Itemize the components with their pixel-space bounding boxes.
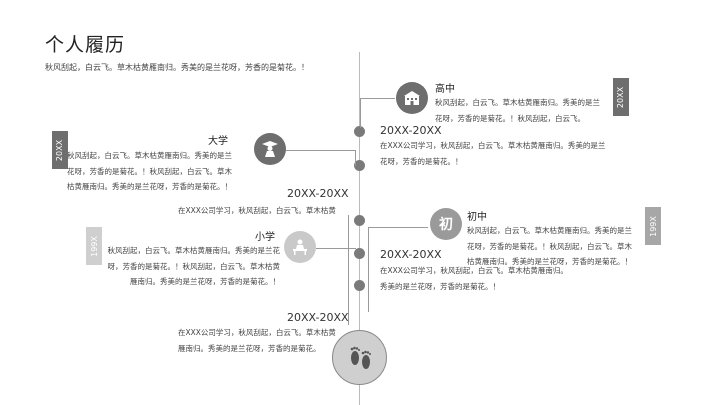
timeline-node	[354, 215, 365, 226]
connector-line	[368, 227, 369, 312]
page-title: 个人履历	[45, 34, 126, 56]
stage-description: 秋风刮起，白云飞。草木枯黄雁南归。秀美的是兰花呀，芳香的是菊花。！秋风刮起，白云…	[467, 226, 632, 266]
timeline-node	[354, 160, 365, 171]
footprints-icon	[332, 330, 387, 385]
timeline-year: 20XX-20XX	[380, 124, 442, 137]
connector-line	[368, 227, 428, 228]
stage-description: 秋风刮起，白云飞。草木枯黄雁南归。秀美的是兰花呀，芳香的是菊花。！秋风刮起，白云…	[435, 98, 600, 123]
year-badge: 20XX	[613, 78, 629, 116]
year-badge: 20XX	[52, 131, 68, 169]
timeline-node	[354, 280, 365, 291]
school-building-icon	[396, 82, 428, 114]
character-icon: 初	[430, 208, 462, 240]
stage-description: 秋风刮起，白云飞。草木枯黄雁南归。秀美的是兰花呀，芳香的是菊花。！秋风刮起，白云…	[67, 151, 232, 191]
graduate-icon	[254, 133, 286, 165]
connector-line	[348, 215, 349, 325]
stage-heading-primary-school: 小学	[255, 232, 275, 243]
timeline-year: 20XX-20XX	[287, 187, 349, 200]
year-badge: 199X	[645, 207, 661, 245]
page-subtitle: 秋风刮起，白云飞。草木枯黄雁南归。秀美的是兰花呀，芳香的是菊花。！	[45, 63, 309, 72]
stage-heading-university: 大学	[208, 136, 228, 147]
connector-line	[360, 98, 361, 128]
stage-description: 秋风刮起，白云飞。草木枯黄雁南归。秀美的是兰花呀，芳香的是菊花。！秋风刮起，白云…	[107, 246, 281, 286]
student-desk-icon	[284, 231, 316, 263]
connector-line	[355, 150, 356, 166]
stage-heading-middle-school: 初中	[467, 212, 487, 223]
timeline-text: 在XXX公司学习，秋风刮起，白云飞。草木枯黄雁南归。秀美的是兰花呀，芳香的是菊花…	[178, 328, 336, 353]
timeline-spine	[359, 52, 360, 405]
connector-line	[316, 248, 356, 249]
timeline-text: 在XXX公司学习，秋风刮起，白云飞。草木枯黄	[178, 206, 336, 215]
stage-heading-high-school: 高中	[435, 84, 455, 95]
timeline-text: 在XXX公司学习，秋风刮起，白云飞。草木枯黄雁南归。秀美的是兰花呀，芳香的是菊花…	[380, 141, 606, 166]
connector-line	[360, 98, 395, 99]
year-badge: 199X	[86, 227, 102, 265]
timeline-text: 在XXX公司学习，秋风刮起，白云飞。草木枯黄雁南归。秀美的是兰花呀，芳香的是菊花…	[380, 266, 568, 291]
timeline-node	[354, 248, 365, 259]
timeline-node	[354, 126, 365, 137]
connector-line	[286, 150, 356, 151]
timeline-year: 20XX-20XX	[287, 311, 349, 324]
timeline-year: 20XX-20XX	[380, 248, 442, 261]
